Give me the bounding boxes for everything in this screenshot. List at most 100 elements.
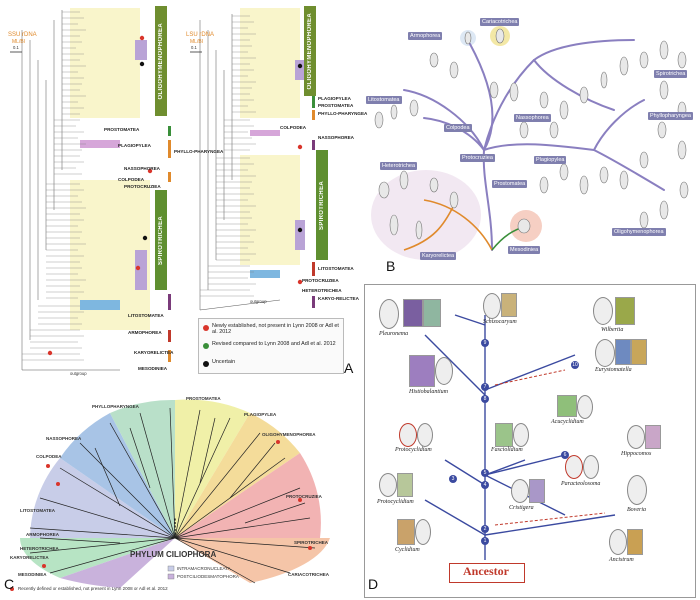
d-ancestor-label: Ancestor xyxy=(463,564,509,578)
c-litostomatea: LITOSTOMATEA xyxy=(20,508,56,513)
b-spirotrichea: Spirotrichea xyxy=(654,70,688,78)
class-bar-oligohymenophorea-2: OLIGOHYMENOPHOREA xyxy=(304,6,316,96)
panel-d: 1 2 3 4 5 6 7 8 9 10 Pleuronema Schizoca… xyxy=(364,284,696,598)
tree-c xyxy=(10,399,330,591)
d-node-7: 7 xyxy=(481,383,489,391)
tree1-scale: 0.1 xyxy=(13,45,19,50)
c-legend-intra: INTRAMACRONUCLEATA xyxy=(177,566,231,571)
class-bar-oligohymenophorea-1: OLIGOHYMENOPHOREA xyxy=(155,6,167,116)
legend-dot-black xyxy=(203,361,209,367)
c-karyorelictea: KARYORELICTEA xyxy=(10,555,49,560)
b-oligohymenophorea: Oligohymenophorea xyxy=(612,228,666,236)
d-name-ancistrum: Ancistrum xyxy=(609,557,634,563)
d-cell-protocyclidium-b xyxy=(417,423,433,447)
a2-nassophorea: NASSOPHOREA xyxy=(318,135,354,140)
d-node-4: 4 xyxy=(481,481,489,489)
d-photo-protocyclidium-2 xyxy=(397,473,413,497)
d-cell-cristigera xyxy=(511,479,529,503)
a2-phyllopharyngea: PHYLLO-PHARYNGEA xyxy=(318,111,368,116)
panel-a: SSU rDNA ML/BI 0.1 LSU rDNA ML/BI 0.1 ou… xyxy=(0,0,367,380)
d-cell-protocyclidium-2 xyxy=(379,473,397,497)
panel-b: Armophorea Cariacotrichea Litostomatea S… xyxy=(364,0,700,280)
a1-protocruziea: PROTOCRUZIEA xyxy=(124,184,161,189)
c-plagiopylea: PLAGIOPYLEA xyxy=(244,412,277,417)
d-cell-schizocaryum xyxy=(483,293,501,319)
a1-litostomatea: LITOSTOMATEA xyxy=(128,313,164,318)
c-armophorea: ARMOPHOREA xyxy=(26,532,60,537)
d-name-wilbertia: Wilbertia xyxy=(601,327,624,333)
tree2-outgroup: outgroup xyxy=(250,299,267,304)
tree-a1 xyxy=(10,8,315,371)
d-name-cyclidium: Cyclidium xyxy=(395,547,420,553)
c-phyllopharyngea: PHYLLOPHARYNGEA xyxy=(92,404,139,409)
a1-prostomatea: PROSTOMATEA xyxy=(104,127,140,132)
d-photo-wilbertia xyxy=(615,297,635,325)
d-node-2: 2 xyxy=(481,525,489,533)
b-colpodea: Colpodea xyxy=(444,124,472,132)
d-photo-cristigera xyxy=(529,479,545,503)
d-cell-hippocomos xyxy=(627,425,645,449)
c-cariacotrichea: CARIACOTRICHEA xyxy=(288,572,329,577)
d-name-eurystomatella: Eurystomatella xyxy=(595,367,632,373)
a2-litostomatea: LITOSTOMATEA xyxy=(318,266,354,271)
d-node-5: 5 xyxy=(481,469,489,477)
d-cell-wilbertia xyxy=(593,297,613,325)
b-armophorea: Armophorea xyxy=(408,32,443,40)
b-prostomatea: Prostomatea xyxy=(492,180,528,188)
d-cell-histiobalantium xyxy=(435,357,453,385)
a2-protocruziea: PROTOCRUZIEA xyxy=(302,278,339,283)
d-node-1: 1 xyxy=(481,537,489,545)
d-name-hippocomos: Hippocomos xyxy=(621,451,652,457)
panel-d-letter: D xyxy=(368,576,379,592)
b-plagiopylea: Plagiopylea xyxy=(534,156,567,164)
tree2-support: ML/BI xyxy=(190,39,204,45)
a2-plagiopylea: PLAGIOPYLEA xyxy=(318,96,351,101)
c-heterotrichea: HETEROTRICHEA xyxy=(20,546,59,551)
d-cell-paracteolosoma-b xyxy=(583,455,599,479)
tree2-method: LSU rDNA xyxy=(186,32,215,38)
d-node-10: 10 xyxy=(571,361,579,369)
d-cell-pleuronema xyxy=(379,299,399,329)
b-protocruziea: Protocruziea xyxy=(460,154,495,162)
c-prostomatea: PROSTOMATEA xyxy=(186,396,221,401)
d-photo-cyclidium xyxy=(397,519,415,545)
d-name-histiobalantium: Histiobalantium xyxy=(409,389,449,395)
a2-karyorelictea: KARYO-RELICTEA xyxy=(318,296,359,301)
b-litostomatea: Litostomatea xyxy=(366,96,402,104)
a1-karyorelictea: KARYORELICTEA xyxy=(134,350,174,355)
d-cell-eurystomatella xyxy=(595,339,615,367)
c-protocruziea: PROTOCRUZIEA xyxy=(286,494,322,499)
c-spirotrichea: SPIROTRICHEA xyxy=(294,540,329,545)
d-photo-hippocomos xyxy=(645,425,661,449)
panel-c-letter: C xyxy=(4,576,15,592)
a2-prostomatea: PROSTOMATEA xyxy=(318,103,354,108)
b-cariacotrichea: Cariacotrichea xyxy=(480,18,520,26)
legend-dot-green xyxy=(203,343,209,349)
d-photo-ancistrum xyxy=(627,529,643,555)
d-cell-cyclidium xyxy=(415,519,431,545)
d-photo-eurystomatella xyxy=(615,339,631,365)
panel-a-legend: Newly established, not present in Lynn 2… xyxy=(198,318,344,374)
tree2-scale: 0.1 xyxy=(191,45,197,50)
a1-nassophorea: NASSOPHOREA xyxy=(124,166,160,171)
c-footnote: Recently defined or established, not pre… xyxy=(18,586,168,591)
b-heterotrichea: Heterotrichea xyxy=(380,162,418,170)
panel-b-letter: B xyxy=(386,258,396,274)
d-photo-schizocaryum xyxy=(501,293,517,317)
d-cell-paracteolosoma xyxy=(565,455,583,479)
c-nassophorea: NASSOPHOREA xyxy=(46,436,82,441)
b-nassophorea: Nassophorea xyxy=(514,114,551,122)
legend-dot-red xyxy=(203,325,209,331)
d-photo-acucyclidium xyxy=(557,395,577,417)
c-phylum-title: PHYLUM CILIOPHORA xyxy=(130,550,217,559)
d-cell-fasciolidium xyxy=(513,423,529,447)
d-photo-fasciolidium xyxy=(495,423,513,447)
d-cell-acucyclidium xyxy=(577,395,593,419)
c-legend-post: POSTCILIODESMATOPHORA xyxy=(177,574,239,579)
d-photo-pleuronema xyxy=(403,299,423,327)
d-node-9: 9 xyxy=(481,339,489,347)
a1-armophorea: ARMOPHOREA xyxy=(128,330,162,335)
d-name-acucyclidium: Acucyclidium xyxy=(551,419,584,425)
panel-c: PHYLLOPHARYNGEA PROSTOMATEA PLAGIOPYLEA … xyxy=(0,388,360,600)
class-bar-spirotrichea-2: SPIROTRICHEA xyxy=(316,150,328,260)
